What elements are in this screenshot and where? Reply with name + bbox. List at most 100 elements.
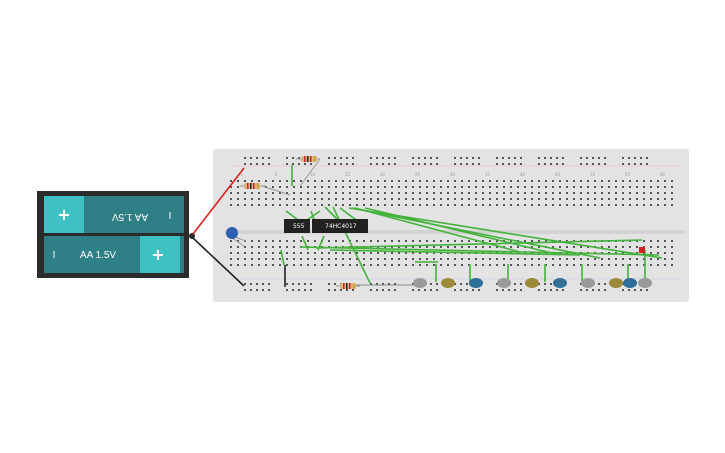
breadboard-hole[interactable]: [475, 198, 477, 200]
breadboard-hole[interactable]: [598, 157, 600, 159]
breadboard-hole[interactable]: [300, 180, 302, 182]
breadboard-hole[interactable]: [237, 186, 239, 188]
breadboard-hole[interactable]: [502, 163, 504, 165]
breadboard-hole[interactable]: [419, 186, 421, 188]
breadboard-hole[interactable]: [424, 163, 426, 165]
breadboard-hole[interactable]: [335, 198, 337, 200]
breadboard-hole[interactable]: [272, 240, 274, 242]
breadboard-hole[interactable]: [377, 192, 379, 194]
breadboard-hole[interactable]: [545, 240, 547, 242]
breadboard-hole[interactable]: [424, 157, 426, 159]
breadboard-hole[interactable]: [424, 289, 426, 291]
breadboard-hole[interactable]: [482, 198, 484, 200]
breadboard-hole[interactable]: [643, 192, 645, 194]
breadboard-hole[interactable]: [293, 246, 295, 248]
breadboard-hole[interactable]: [398, 240, 400, 242]
breadboard-hole[interactable]: [671, 180, 673, 182]
breadboard-hole[interactable]: [391, 180, 393, 182]
breadboard-hole[interactable]: [646, 289, 648, 291]
breadboard-hole[interactable]: [510, 204, 512, 206]
breadboard-hole[interactable]: [346, 289, 348, 291]
breadboard-hole[interactable]: [300, 258, 302, 260]
breadboard-hole[interactable]: [634, 157, 636, 159]
breadboard-hole[interactable]: [244, 163, 246, 165]
breadboard-hole[interactable]: [237, 246, 239, 248]
breadboard-hole[interactable]: [550, 157, 552, 159]
breadboard-hole[interactable]: [310, 289, 312, 291]
breadboard-hole[interactable]: [340, 289, 342, 291]
breadboard-hole[interactable]: [418, 163, 420, 165]
breadboard-hole[interactable]: [454, 283, 456, 285]
breadboard-hole[interactable]: [552, 258, 554, 260]
breadboard-hole[interactable]: [622, 246, 624, 248]
breadboard-hole[interactable]: [468, 186, 470, 188]
breadboard-hole[interactable]: [489, 192, 491, 194]
breadboard-hole[interactable]: [293, 186, 295, 188]
breadboard-hole[interactable]: [454, 198, 456, 200]
breadboard-hole[interactable]: [550, 163, 552, 165]
breadboard-hole[interactable]: [256, 163, 258, 165]
breadboard-hole[interactable]: [671, 252, 673, 254]
breadboard-hole[interactable]: [405, 252, 407, 254]
breadboard-hole[interactable]: [531, 180, 533, 182]
breadboard-hole[interactable]: [384, 252, 386, 254]
power-wire[interactable]: [192, 167, 245, 235]
breadboard-hole[interactable]: [384, 186, 386, 188]
breadboard-hole[interactable]: [279, 252, 281, 254]
breadboard-hole[interactable]: [594, 258, 596, 260]
breadboard-hole[interactable]: [636, 246, 638, 248]
breadboard-hole[interactable]: [382, 289, 384, 291]
breadboard-hole[interactable]: [629, 258, 631, 260]
breadboard-hole[interactable]: [272, 198, 274, 200]
breadboard-hole[interactable]: [634, 163, 636, 165]
breadboard-hole[interactable]: [258, 258, 260, 260]
breadboard-hole[interactable]: [636, 192, 638, 194]
breadboard-hole[interactable]: [466, 289, 468, 291]
breadboard-hole[interactable]: [594, 198, 596, 200]
breadboard-hole[interactable]: [335, 258, 337, 260]
breadboard-hole[interactable]: [419, 180, 421, 182]
breadboard-hole[interactable]: [412, 240, 414, 242]
breadboard-hole[interactable]: [430, 163, 432, 165]
breadboard-hole[interactable]: [405, 204, 407, 206]
breadboard-hole[interactable]: [573, 246, 575, 248]
breadboard-hole[interactable]: [629, 180, 631, 182]
breadboard-hole[interactable]: [321, 198, 323, 200]
breadboard-hole[interactable]: [335, 252, 337, 254]
breadboard-hole[interactable]: [342, 252, 344, 254]
breadboard-hole[interactable]: [334, 163, 336, 165]
breadboard-hole[interactable]: [604, 289, 606, 291]
breadboard-hole[interactable]: [636, 240, 638, 242]
breadboard-hole[interactable]: [601, 246, 603, 248]
indicator-led-red[interactable]: [639, 247, 645, 253]
breadboard-hole[interactable]: [356, 264, 358, 266]
breadboard-hole[interactable]: [230, 264, 232, 266]
breadboard-hole[interactable]: [307, 264, 309, 266]
breadboard-hole[interactable]: [531, 240, 533, 242]
breadboard-hole[interactable]: [580, 157, 582, 159]
breadboard-hole[interactable]: [300, 240, 302, 242]
breadboard-hole[interactable]: [604, 157, 606, 159]
breadboard-hole[interactable]: [384, 192, 386, 194]
breadboard-hole[interactable]: [342, 258, 344, 260]
breadboard-hole[interactable]: [426, 198, 428, 200]
breadboard-hole[interactable]: [293, 264, 295, 266]
breadboard-hole[interactable]: [538, 157, 540, 159]
breadboard[interactable]: [213, 149, 689, 302]
breadboard-hole[interactable]: [412, 264, 414, 266]
breadboard-hole[interactable]: [538, 204, 540, 206]
breadboard-hole[interactable]: [598, 289, 600, 291]
breadboard-hole[interactable]: [643, 186, 645, 188]
breadboard-hole[interactable]: [608, 198, 610, 200]
breadboard-hole[interactable]: [580, 198, 582, 200]
breadboard-hole[interactable]: [394, 157, 396, 159]
breadboard-hole[interactable]: [258, 240, 260, 242]
breadboard-hole[interactable]: [664, 180, 666, 182]
breadboard-hole[interactable]: [629, 246, 631, 248]
breadboard-hole[interactable]: [304, 163, 306, 165]
breadboard-hole[interactable]: [251, 264, 253, 266]
breadboard-hole[interactable]: [230, 204, 232, 206]
breadboard-hole[interactable]: [657, 264, 659, 266]
breadboard-hole[interactable]: [538, 163, 540, 165]
breadboard-hole[interactable]: [426, 258, 428, 260]
